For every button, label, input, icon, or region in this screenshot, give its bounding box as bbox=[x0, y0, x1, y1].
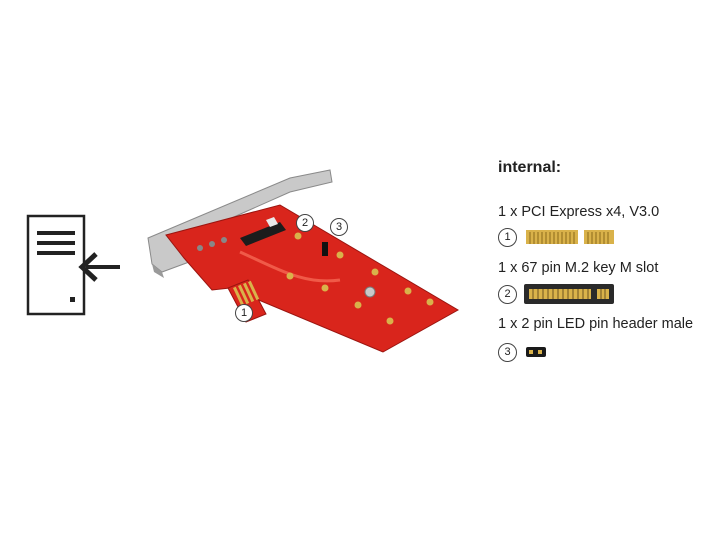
document-with-incoming-arrow-icon bbox=[26, 214, 120, 316]
spec-number-2: 2 bbox=[498, 285, 517, 304]
m2-slot-connector-icon bbox=[524, 284, 614, 304]
callout-1: 1 bbox=[235, 304, 253, 322]
specs-heading: internal: bbox=[498, 159, 562, 176]
callout-2: 2 bbox=[296, 214, 314, 232]
spec-number-1: 1 bbox=[498, 228, 517, 247]
spec-label-m2: 1 x 67 pin M.2 key M slot bbox=[498, 260, 659, 276]
2-pin-header-icon bbox=[526, 347, 546, 357]
pcie-x4-connector-icon bbox=[526, 230, 614, 244]
callout-3: 3 bbox=[330, 218, 348, 236]
spec-label-led-header: 1 x 2 pin LED pin header male bbox=[498, 316, 694, 332]
pcie-m2-adapter-card-image bbox=[147, 169, 460, 353]
spec-number-3: 3 bbox=[498, 343, 517, 362]
spec-label-pcie: 1 x PCI Express x4, V3.0 bbox=[498, 204, 660, 220]
